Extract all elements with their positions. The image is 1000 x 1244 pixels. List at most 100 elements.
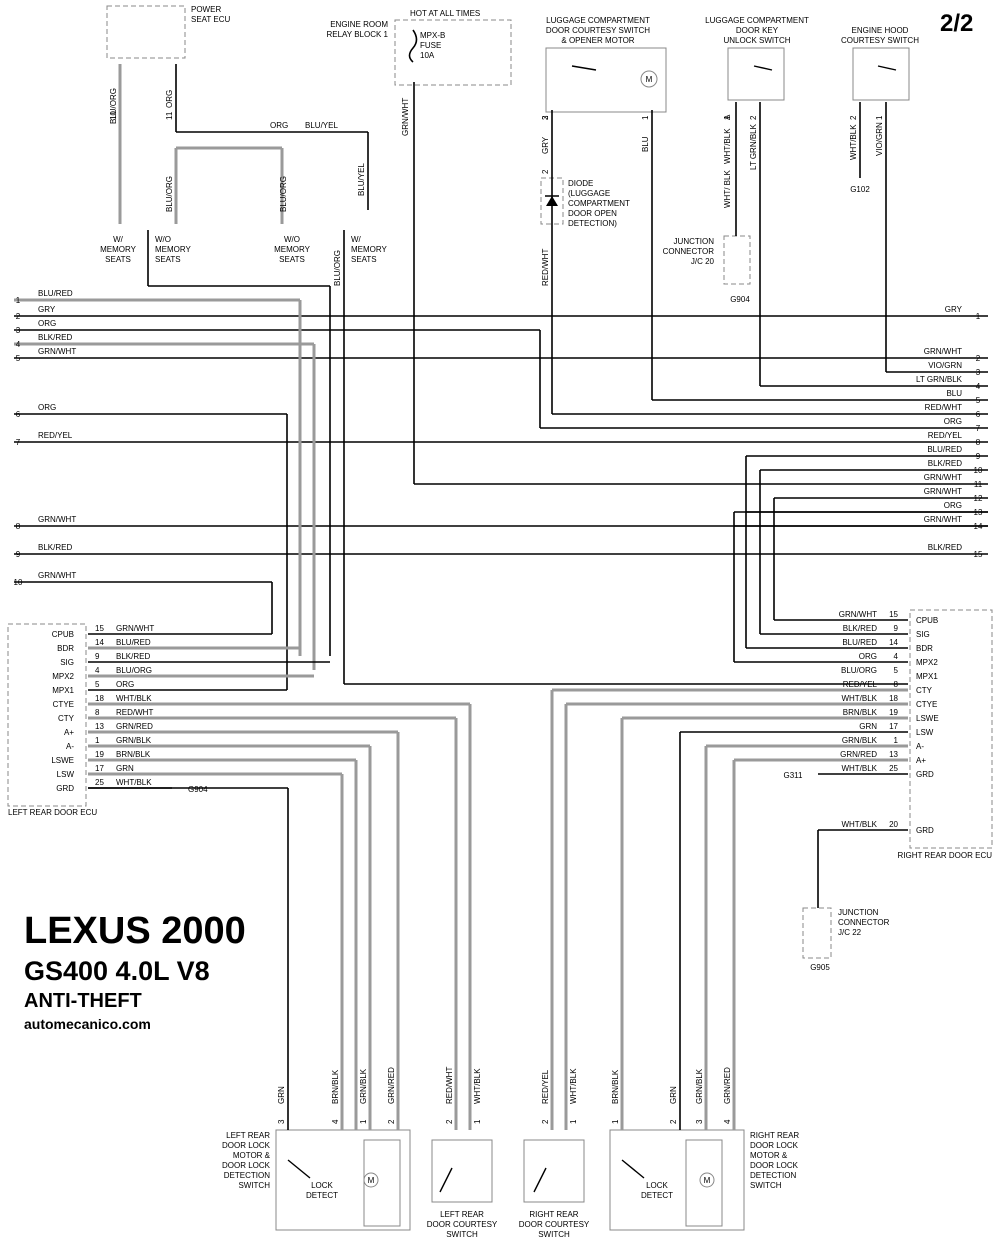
luggage-key-label: UNLOCK SWITCH: [723, 36, 790, 45]
left-ecu-pin-name: A+: [64, 728, 74, 737]
w-memory-label-right: MEMORY: [351, 245, 388, 254]
right-ecu-pin-number: 5: [894, 666, 899, 675]
left-ecu-pin-name: MPX2: [52, 672, 74, 681]
top-wire-label: WHT/ BLK: [723, 170, 732, 208]
right-ecu-pin-number: 20: [889, 820, 898, 829]
right-ecu-pin-name: GRD: [916, 770, 934, 779]
right-bus-number: 15: [974, 550, 983, 559]
right-ecu-pin-wire: GRN/WHT: [839, 610, 877, 619]
power-seat-ecu-label: SEAT ECU: [191, 15, 230, 24]
right-bus-label: RED/WHT: [925, 403, 962, 412]
top-wire-label: VIO/GRN: [875, 122, 884, 156]
right-courtesy-box: [523, 1139, 585, 1203]
left-ecu-pin-name: CTYE: [53, 700, 74, 709]
page-marker: 2/2: [940, 10, 974, 37]
fuse-label: 10A: [420, 51, 435, 60]
left-ecu-pin-name: BDR: [57, 644, 74, 653]
bottom-wire-pin: 1: [611, 1119, 620, 1124]
right-ecu-pin-wire: WHT/BLK: [841, 694, 877, 703]
top-wire-pin: 1: [641, 115, 650, 120]
right-lock-label: DOOR LOCK: [750, 1161, 799, 1170]
bottom-wire-pin: 1: [359, 1119, 368, 1124]
right-ecu-wires: [344, 456, 908, 1130]
right-bus-number: 10: [974, 466, 983, 475]
left-bus-label: GRN/WHT: [38, 571, 76, 580]
relay-block-box: [394, 19, 512, 86]
title-make-year: LEXUS 2000: [24, 910, 246, 952]
bottom-wire-pin: 3: [277, 1119, 286, 1124]
left-ecu-pin-number: 18: [95, 694, 104, 703]
right-ecu-pin-wire: BLU/RED: [842, 638, 877, 647]
left-ecu-pin-wire: GRN/BLK: [116, 736, 152, 745]
bottom-wire-pin: 2: [445, 1119, 454, 1124]
left-ecu-pin-number: 9: [95, 652, 100, 661]
wo-memory-label-right: MEMORY: [274, 245, 311, 254]
right-ecu-pin-wire: BRN/BLK: [843, 708, 878, 717]
wo-memory-label-right: W/O: [284, 235, 300, 244]
left-bus-label: GRN/WHT: [38, 347, 76, 356]
right-ecu-pin-wire: WHT/BLK: [841, 820, 877, 829]
bottom-wire-label: GRN/BLK: [359, 1068, 368, 1104]
left-ecu-pin-name: GRD: [56, 784, 74, 793]
top-wire-label: WHT/BLK: [723, 128, 732, 164]
top-wire-label: GRN/WHT: [401, 98, 410, 136]
luggage-courtesy-label: LUGGAGE COMPARTMENT: [546, 16, 650, 25]
blu-org-right: BLU/ORG: [279, 176, 288, 212]
bottom-wire-label: GRN: [669, 1086, 678, 1104]
bottom-wire-pin: 3: [695, 1119, 704, 1124]
diode-label: (LUGGAGE: [568, 189, 610, 198]
right-bus-number: 5: [976, 396, 981, 405]
bottom-wire-pin: 1: [569, 1119, 578, 1124]
power-seat-ecu-box: [106, 5, 186, 59]
top-wire-pin: A: [723, 114, 732, 120]
engine-hood-label: ENGINE HOOD: [852, 26, 909, 35]
left-ecu-pin-name: A-: [66, 742, 74, 751]
luggage-courtesy-label: DOOR COURTESY SWITCH: [546, 26, 650, 35]
left-courtesy-box: [431, 1139, 493, 1203]
left-courtesy-label: LEFT REAR: [440, 1210, 484, 1219]
right-ecu-pin-name: MPX2: [916, 658, 938, 667]
engine-hood-label: COURTESY SWITCH: [841, 36, 919, 45]
right-ecu-pin-number: 8: [894, 680, 899, 689]
left-bus-number: 5: [16, 354, 21, 363]
right-ecu-pin-name: CTY: [916, 686, 933, 695]
bottom-wire-label: GRN/RED: [723, 1067, 732, 1104]
right-ecu-pin-wire: GRN: [859, 722, 877, 731]
lock-detect-left: DETECT: [306, 1191, 338, 1200]
w-memory-label-left: W/: [113, 235, 124, 244]
left-lock-box: [275, 1129, 411, 1231]
right-bus-label: BLK/RED: [928, 459, 962, 468]
right-ecu-pin-name: GRD: [916, 826, 934, 835]
left-ecu-pin-number: 5: [95, 680, 100, 689]
right-bus-label: GRN/WHT: [924, 487, 962, 496]
left-ecu-pin-number: 19: [95, 750, 104, 759]
bottom-wire-pin: 4: [723, 1119, 732, 1124]
jc22-label: CONNECTOR: [838, 918, 890, 927]
left-lock-label: DOOR LOCK: [222, 1161, 271, 1170]
right-ecu-pin-wire: GRN/BLK: [842, 736, 878, 745]
left-ecu-pin-wire: GRN/WHT: [116, 624, 154, 633]
left-ecu-wires: [88, 633, 472, 1130]
right-ecu-pin-number: 14: [889, 638, 898, 647]
bottom-wire-label: GRN: [277, 1086, 286, 1104]
bottom-wire-label: WHT/BLK: [569, 1068, 578, 1104]
wo-memory-label-left: SEATS: [155, 255, 181, 264]
right-ecu-pin-number: 15: [889, 610, 898, 619]
diode-label: COMPARTMENT: [568, 199, 630, 208]
top-wire-pin: 11: [165, 111, 174, 120]
right-ecu-pin-number: 13: [889, 750, 898, 759]
right-courtesy-label: DOOR COURTESY: [519, 1220, 590, 1229]
left-ecu-pin-name: SIG: [60, 658, 74, 667]
bottom-wire-label: WHT/BLK: [473, 1068, 482, 1104]
title-site: automecanico.com: [24, 1016, 151, 1032]
right-ecu-pin-name: CPUB: [916, 616, 938, 625]
right-bus-label: GRN/WHT: [924, 347, 962, 356]
left-ecu-pin-wire: RED/WHT: [116, 708, 153, 717]
diode-label: DIODE: [568, 179, 593, 188]
left-bus-label: GRY: [38, 305, 56, 314]
right-bus-number: 4: [976, 382, 981, 391]
left-ecu-pin-wire: GRN: [116, 764, 134, 773]
right-ecu-label: RIGHT REAR DOOR ECU: [897, 851, 992, 860]
right-ecu-pin-wire: BLK/RED: [843, 624, 877, 633]
